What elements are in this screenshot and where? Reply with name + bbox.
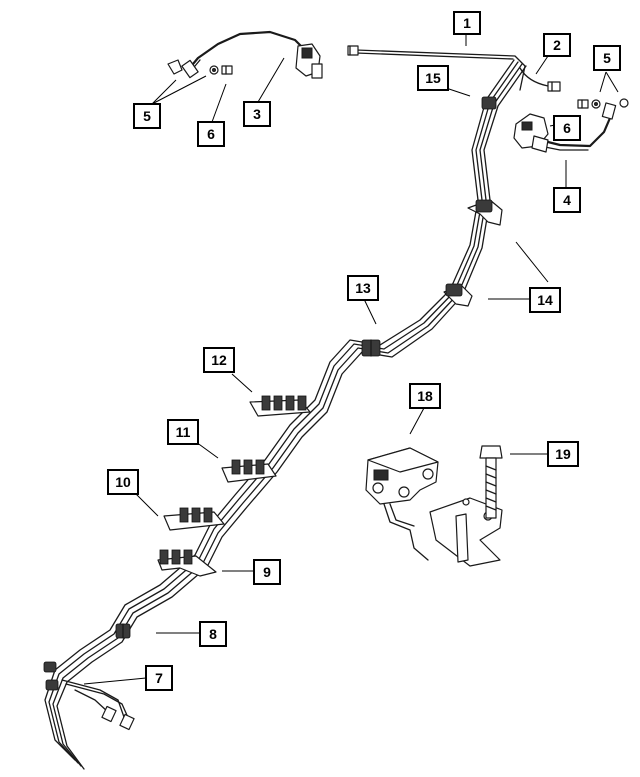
callout-8-label: 8 xyxy=(209,626,217,642)
tube-clip xyxy=(467,199,503,226)
main-brake-tube-bundle xyxy=(44,49,557,770)
callout-4: 4 xyxy=(553,187,581,213)
callout-5-right-label: 5 xyxy=(603,50,611,66)
callout-18-label: 18 xyxy=(417,388,433,404)
callout-6-right-label: 6 xyxy=(563,120,571,136)
callout-6-left-label: 6 xyxy=(207,126,215,142)
callout-14: 14 xyxy=(529,287,561,313)
callout-11: 11 xyxy=(167,419,199,445)
callout-19: 19 xyxy=(547,441,579,467)
callout-4-label: 4 xyxy=(563,192,571,208)
callout-13: 13 xyxy=(347,275,379,301)
callout-7: 7 xyxy=(145,665,173,691)
callout-6-right: 6 xyxy=(553,115,581,141)
multi-tube-clip xyxy=(157,549,217,577)
callout-5-left: 5 xyxy=(133,103,161,129)
tube-clip xyxy=(481,96,497,110)
valve-mounting-bracket xyxy=(429,497,503,567)
callout-6-left: 6 xyxy=(197,121,225,147)
callout-13-label: 13 xyxy=(355,280,371,296)
brake-hose-right xyxy=(513,102,617,153)
leader-lines xyxy=(83,28,619,685)
callout-19-label: 19 xyxy=(555,446,571,462)
mounting-bolt xyxy=(479,445,503,519)
callout-5-right: 5 xyxy=(593,45,621,71)
proportioning-valve xyxy=(365,447,439,561)
callout-10: 10 xyxy=(107,469,139,495)
tube-nut-fitting xyxy=(347,45,359,56)
bolt-and-washer-right xyxy=(577,98,629,109)
callout-9: 9 xyxy=(253,559,281,585)
tube-clip xyxy=(361,339,381,357)
callout-14-label: 14 xyxy=(537,292,553,308)
callout-15-label: 15 xyxy=(425,70,441,86)
callout-8: 8 xyxy=(199,621,227,647)
callout-3-label: 3 xyxy=(253,106,261,122)
callout-3: 3 xyxy=(243,101,271,127)
callout-11-label: 11 xyxy=(176,424,191,440)
callout-9-label: 9 xyxy=(263,564,271,580)
multi-tube-clip xyxy=(249,395,311,417)
tube-clip xyxy=(43,661,59,691)
brake-hose-left xyxy=(181,30,323,79)
callout-12: 12 xyxy=(203,347,235,373)
callout-2: 2 xyxy=(543,33,571,57)
tube-clip xyxy=(115,623,131,639)
multi-tube-clip xyxy=(221,459,277,483)
tube-clip xyxy=(443,283,473,307)
callout-10-label: 10 xyxy=(115,474,131,490)
callout-12-label: 12 xyxy=(211,352,227,368)
callout-18: 18 xyxy=(409,383,441,409)
tube-nut-fitting xyxy=(547,81,561,92)
callout-5-left-label: 5 xyxy=(143,108,151,124)
multi-tube-clip xyxy=(163,507,225,531)
callout-15: 15 xyxy=(417,65,449,91)
callout-1-label: 1 xyxy=(463,15,471,31)
bolt-and-washer-left xyxy=(167,59,233,75)
callout-7-label: 7 xyxy=(155,670,163,686)
callout-2-label: 2 xyxy=(553,37,561,53)
callout-1: 1 xyxy=(453,11,481,35)
